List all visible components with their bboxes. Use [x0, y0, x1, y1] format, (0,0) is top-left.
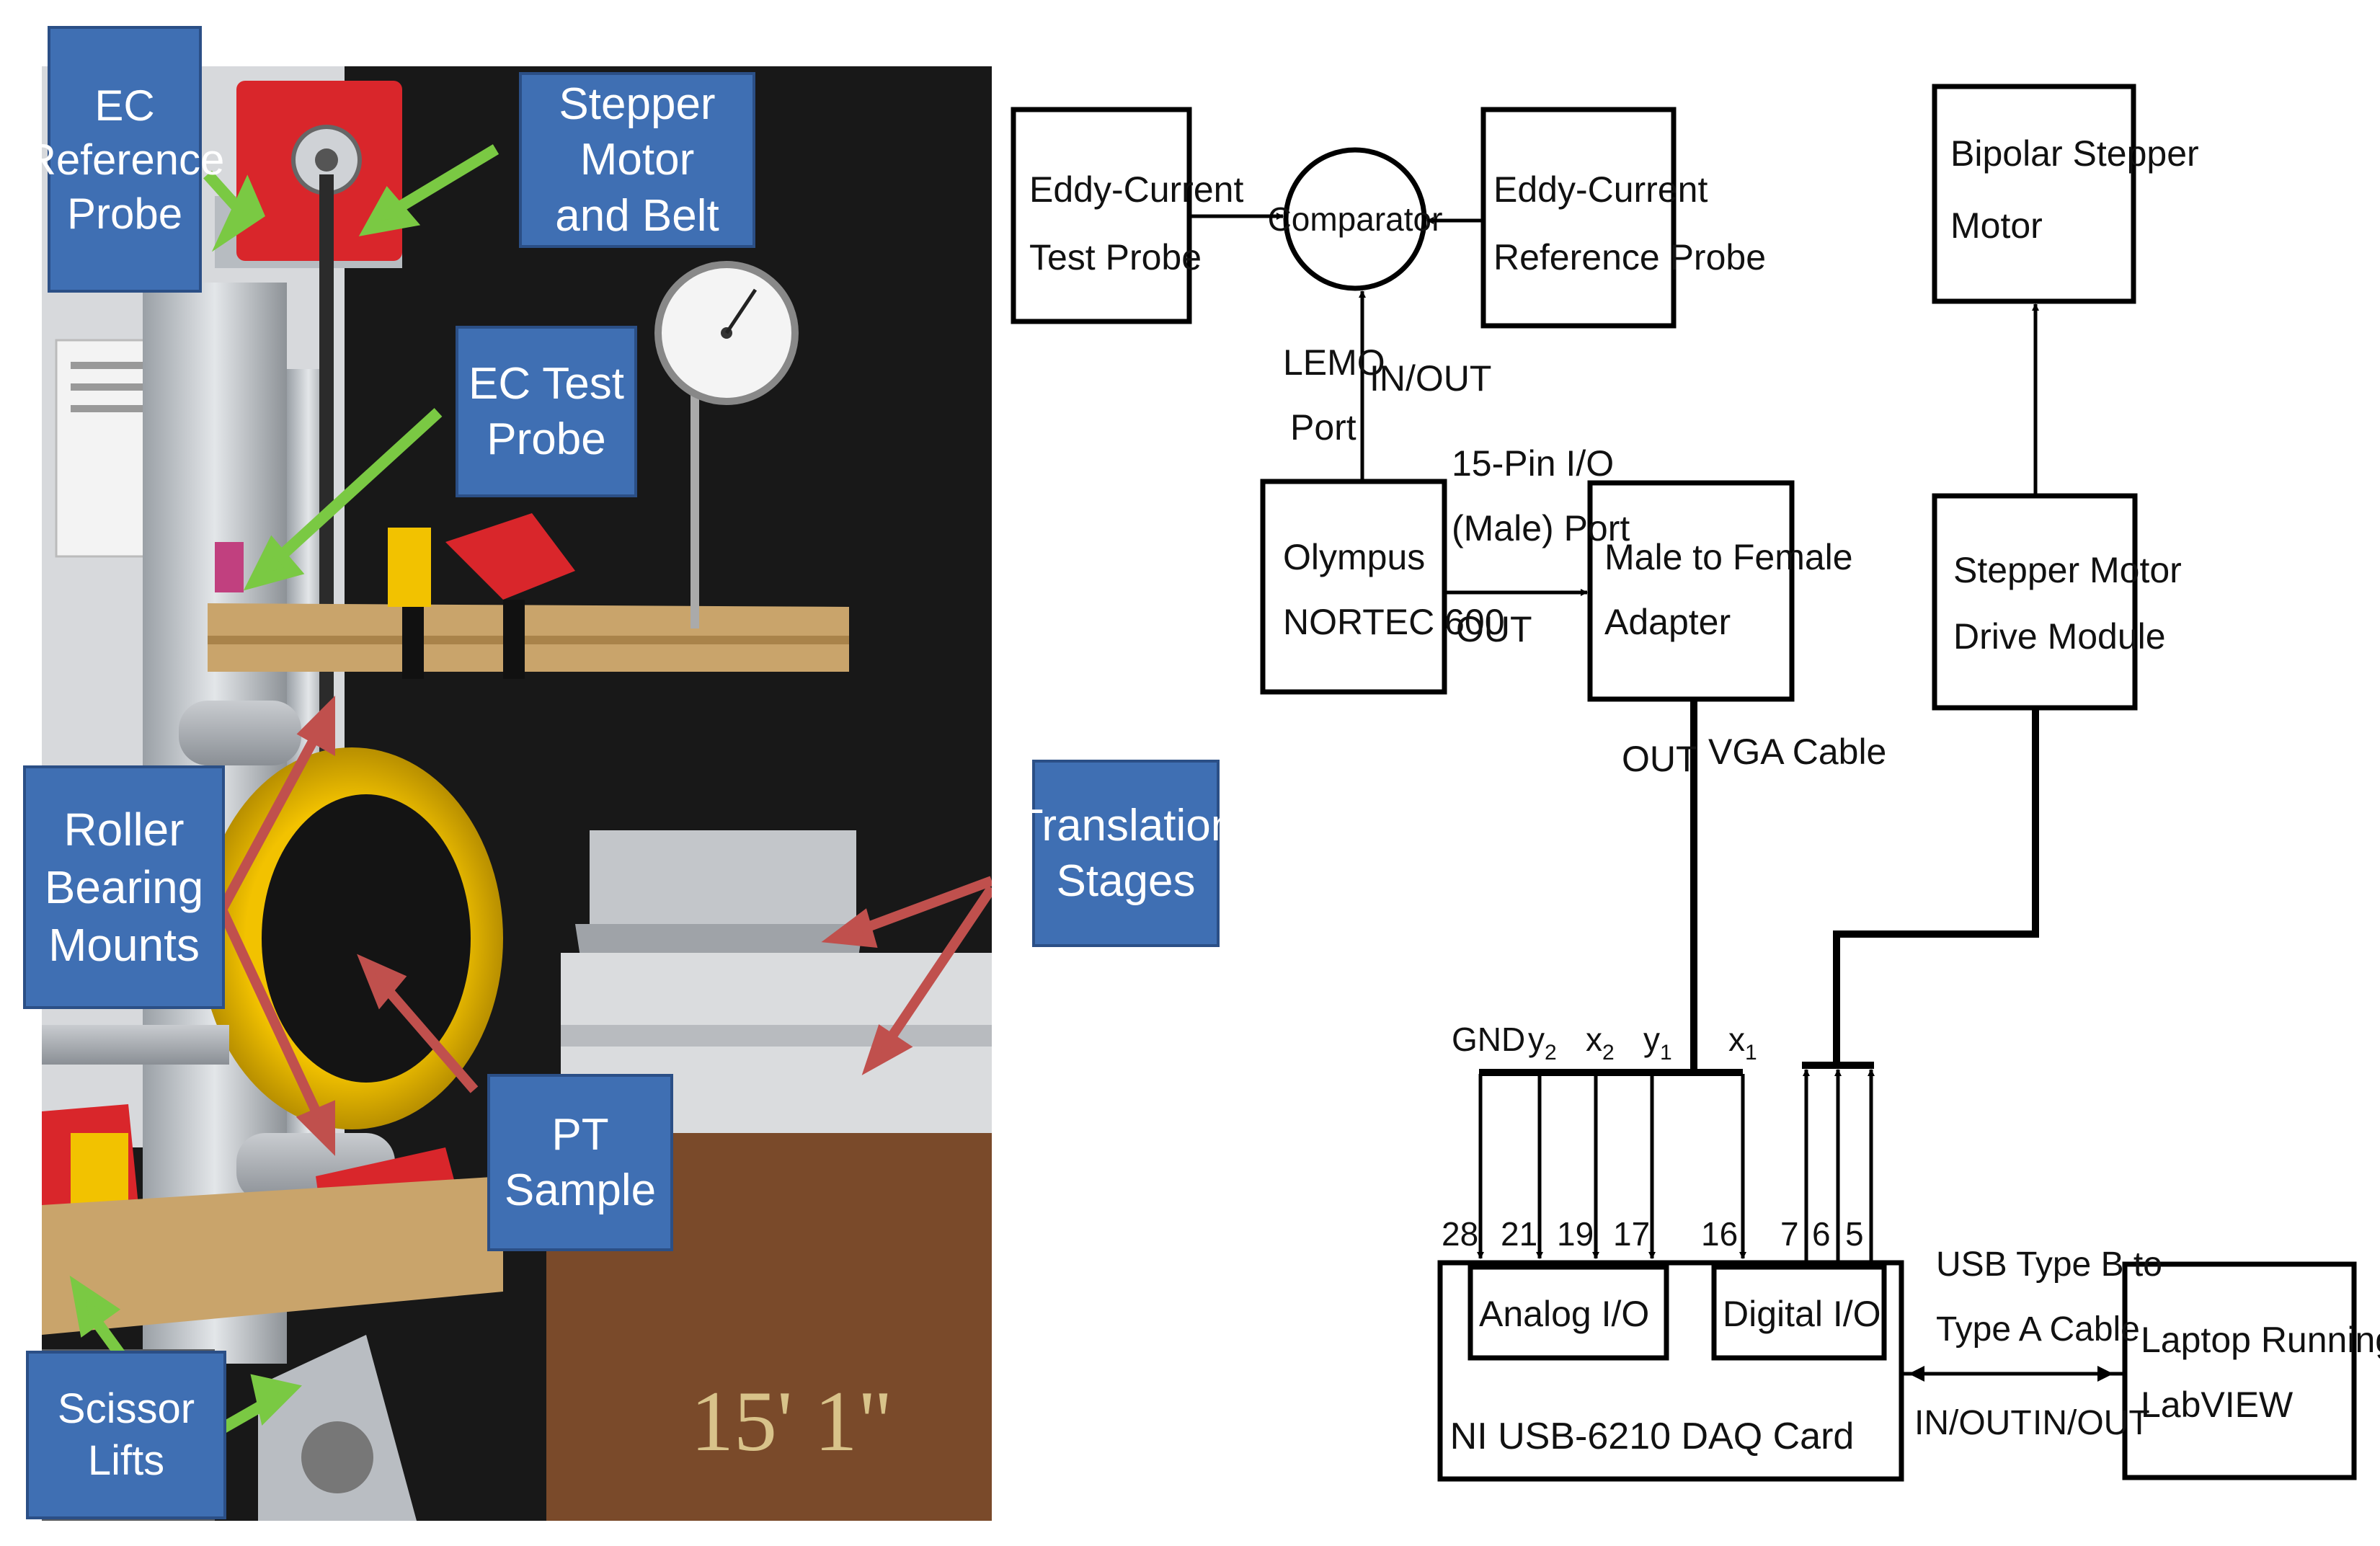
comparator-circle — [1283, 147, 1427, 291]
drive-module-line2: Drive Module — [1953, 616, 2166, 657]
ec-test-probe-line2: Test Probe — [1029, 237, 1202, 277]
signal-y2-text: y — [1528, 1021, 1545, 1058]
signal-x1: x1 — [1728, 1021, 1757, 1065]
signal-y2-sub: 2 — [1545, 1041, 1557, 1065]
pin-16: 16 — [1701, 1215, 1738, 1253]
bipolar-stepper-motor-line2: Motor — [1950, 205, 2043, 246]
callout-translation-stages: Translation Stages — [1016, 760, 1235, 947]
signal-x2-sub: 2 — [1602, 1041, 1615, 1065]
comparator-in-out-label: IN/OUT — [1369, 358, 1491, 399]
olympus-line1: Olympus — [1283, 537, 1425, 577]
callout-roller-bearing-mounts: Roller Bearing Mounts — [23, 765, 225, 1009]
comparator-label: Comparator — [1268, 200, 1443, 238]
analog-io-block — [1467, 1264, 1669, 1361]
callout-stepper-motor-belt-text: Stepper Motor and Belt — [555, 79, 719, 241]
laptop-block — [2122, 1261, 2357, 1480]
pin-io-port-line1: 15-Pin I/O — [1452, 443, 1614, 484]
signal-y1: y1 — [1643, 1021, 1672, 1065]
callout-translation-stages-text: Translation Stages — [1016, 800, 1236, 907]
adapter-out-label: OUT — [1622, 739, 1698, 779]
pin-19: 19 — [1557, 1215, 1594, 1253]
usb-cable-line2: Type A Cable — [1936, 1310, 2140, 1349]
pin-7: 7 — [1780, 1215, 1799, 1253]
ec-reference-probe-line1: Eddy-Current — [1493, 169, 1708, 210]
callout-pt-sample: PT Sample — [487, 1074, 673, 1251]
ec-reference-probe-line2: Reference Probe — [1493, 237, 1766, 277]
laptop-in-out-label: IN/OUT — [2033, 1404, 2150, 1442]
digital-io-block — [1711, 1264, 1887, 1361]
pin-28: 28 — [1442, 1215, 1478, 1253]
vga-cable-label: VGA Cable — [1708, 732, 1886, 772]
callout-scissor-lifts: Scissor Lifts — [26, 1351, 226, 1519]
pin-21: 21 — [1501, 1215, 1537, 1253]
adapter-line2: Adapter — [1604, 602, 1731, 642]
bipolar-stepper-motor-block — [1932, 84, 2136, 304]
bipolar-stepper-motor-line1: Bipolar Stepper — [1950, 133, 2199, 174]
signal-gnd: GND — [1452, 1021, 1525, 1058]
analog-io-label: Analog I/O — [1479, 1294, 1649, 1334]
signal-x1-text: x — [1728, 1021, 1745, 1058]
laptop-line2: LabVIEW — [2141, 1385, 2294, 1425]
drive-module-line1: Stepper Motor — [1953, 550, 2182, 590]
lemo-port-line1: LEMO — [1283, 342, 1385, 383]
pin-17: 17 — [1613, 1215, 1650, 1253]
signal-y2: y2 — [1528, 1021, 1557, 1065]
signal-x2: x2 — [1586, 1021, 1615, 1065]
callout-stepper-motor-belt: Stepper Motor and Belt — [519, 72, 755, 248]
drive-to-digital-bus — [1833, 708, 2039, 1064]
pin-5: 5 — [1845, 1215, 1864, 1253]
drive-module-block — [1932, 493, 2138, 711]
callout-ec-test-probe: EC Test Probe — [456, 326, 637, 497]
laptop-line1: Laptop Running — [2141, 1320, 2380, 1360]
signal-x1-sub: 1 — [1745, 1041, 1757, 1065]
sample-marking: 15' 1" — [691, 1373, 893, 1469]
signal-y1-text: y — [1643, 1021, 1660, 1058]
pin-io-port-line2: (Male) Port — [1452, 508, 1630, 548]
lemo-port-line2: Port — [1290, 407, 1356, 448]
apparatus-illustration: 15' 1" — [42, 66, 992, 1521]
ec-reference-probe-block — [1480, 107, 1677, 329]
daq-in-out-label: IN/OUT — [1914, 1404, 2032, 1442]
callout-scissor-lifts-text: Scissor Lifts — [57, 1385, 195, 1485]
ec-test-probe-block — [1011, 107, 1192, 324]
callout-ec-reference-probe-text: EC Reference Probe — [25, 81, 225, 238]
apparatus-photo: 15' 1" — [42, 66, 992, 1521]
green-arrows — [69, 144, 499, 1434]
pin-6: 6 — [1812, 1215, 1831, 1253]
olympus-line2: NORTEC 600 — [1283, 602, 1505, 642]
digital-io-label: Digital I/O — [1723, 1294, 1881, 1334]
callout-roller-bearing-mounts-text: Roller Bearing Mounts — [44, 804, 204, 971]
callout-pt-sample-text: PT Sample — [504, 1109, 657, 1216]
red-arrows — [217, 696, 992, 1156]
usb-cable-line1: USB Type B to — [1936, 1245, 2162, 1284]
daq-card-label: NI USB-6210 DAQ Card — [1450, 1416, 1855, 1457]
signal-x2-text: x — [1586, 1021, 1602, 1058]
ec-test-probe-line1: Eddy-Current — [1029, 169, 1243, 210]
signal-y1-sub: 1 — [1660, 1041, 1672, 1065]
olympus-nortec-block — [1260, 479, 1447, 695]
olympus-out-label: OUT — [1456, 609, 1532, 649]
callout-ec-test-probe-text: EC Test Probe — [469, 358, 624, 465]
callout-ec-reference-probe: EC Reference Probe — [25, 26, 224, 293]
adapter-line1: Male to Female — [1604, 537, 1853, 577]
